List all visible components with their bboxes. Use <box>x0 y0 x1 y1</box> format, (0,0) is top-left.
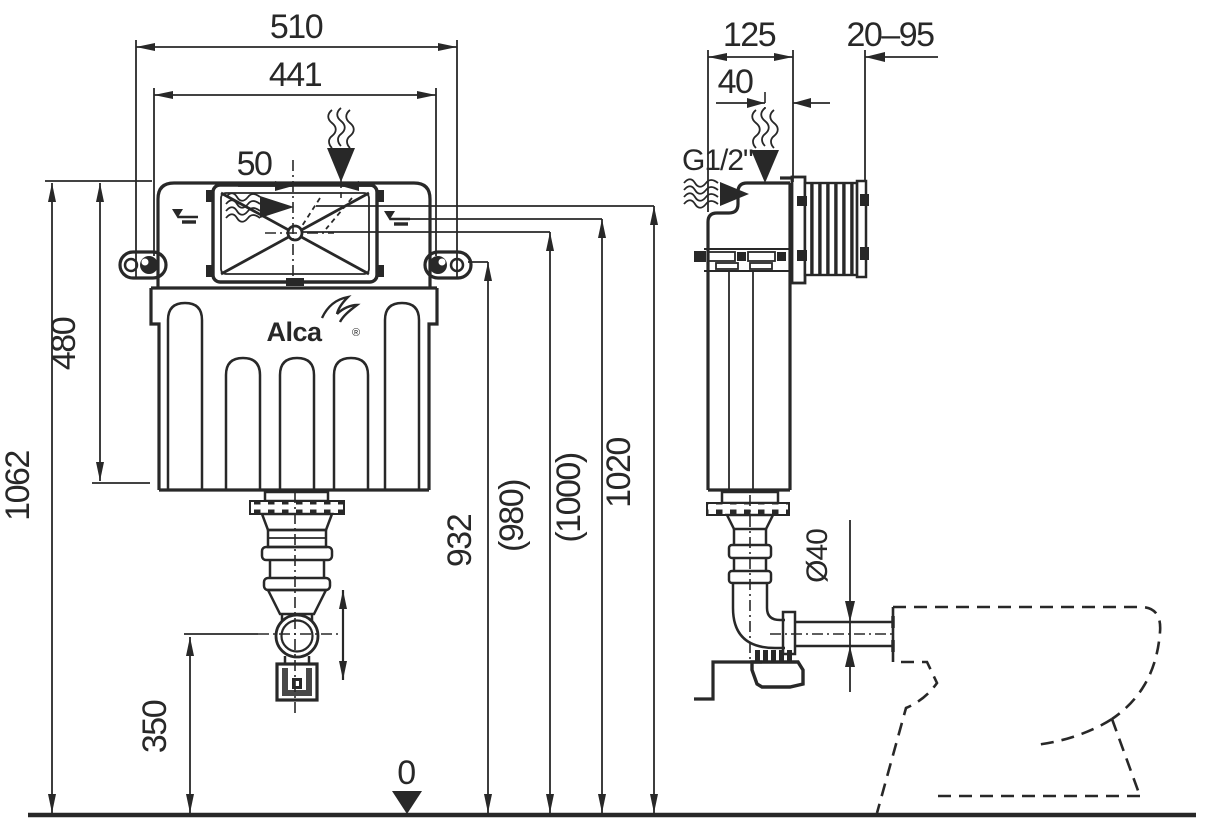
dim-cistern-height: 480 <box>45 317 83 370</box>
dim-depth: 125 <box>723 16 776 54</box>
floor-datum-marker: 0 <box>392 754 422 814</box>
side-body-outline <box>706 181 790 490</box>
top-inlet-arrow-icon <box>327 107 355 198</box>
water-level-icon-right <box>384 211 410 226</box>
flange-gasket <box>249 500 345 515</box>
dimensions-side-view: 125 20–95 40 G1/2" Ø40 <box>682 16 938 692</box>
dim-inlet-offset: 50 <box>237 145 272 183</box>
dim-overall-height: 1062 <box>0 451 37 521</box>
dim-inlet-setback: 40 <box>718 63 753 101</box>
dim-level-alt1: (980) <box>493 480 531 552</box>
flange-gasket-side <box>706 502 790 516</box>
elbow-socket <box>274 613 320 659</box>
dim-level-alt2: (1000) <box>550 453 588 542</box>
dim-wall-clearance: 20–95 <box>846 16 934 54</box>
wall-mounting-rail <box>780 175 869 285</box>
dim-level-max: 1020 <box>600 438 638 508</box>
outlet-pipe-front <box>249 490 347 714</box>
brand-logo: Alca ® <box>266 295 361 347</box>
water-supply-arrow-icon <box>683 178 749 209</box>
registered-symbol: ® <box>352 327 360 339</box>
bird-icon <box>336 303 361 323</box>
label-supply-thread: G1/2" <box>682 144 753 177</box>
top-inlet-arrow-side-icon <box>751 92 779 183</box>
cistern-side-view <box>683 92 895 701</box>
inlet-guide-dashed <box>301 197 321 227</box>
mounting-bracket-right <box>423 250 473 280</box>
corrugated-section <box>755 650 792 662</box>
bird-icon <box>320 295 352 319</box>
water-flow-icon <box>225 192 294 223</box>
tank-ribs <box>166 301 421 490</box>
dimensions-front-view: 510 441 50 1062 480 350 932 (980) <box>0 8 658 814</box>
outlet-bend-fitting <box>750 660 805 689</box>
support-bracket <box>694 660 762 701</box>
water-level-icon-left <box>172 209 198 224</box>
tank-right-edge <box>427 288 439 490</box>
outlet-fitting <box>275 662 319 702</box>
fixing-clamp <box>694 248 790 272</box>
tank-left-edge <box>149 288 161 490</box>
inlet-guide-dashed <box>325 197 353 230</box>
cistern-head-outline <box>156 181 432 288</box>
outlet-pipe-side <box>694 490 895 701</box>
dim-floor-level: 0 <box>397 754 415 792</box>
dim-overall-width: 510 <box>270 8 323 46</box>
brand-name: Alca <box>266 317 323 347</box>
inspection-window <box>206 160 384 286</box>
dim-level-min: 932 <box>441 514 479 567</box>
toilet-bowl-outline <box>875 605 1162 814</box>
dim-elbow-height: 350 <box>136 700 174 753</box>
dim-frame-width: 441 <box>269 56 322 94</box>
dim-outlet-diameter: Ø40 <box>801 529 834 583</box>
cistern-front-view: Alca ® <box>118 107 473 714</box>
window-latch <box>286 278 304 286</box>
mounting-bracket-left <box>118 250 168 280</box>
